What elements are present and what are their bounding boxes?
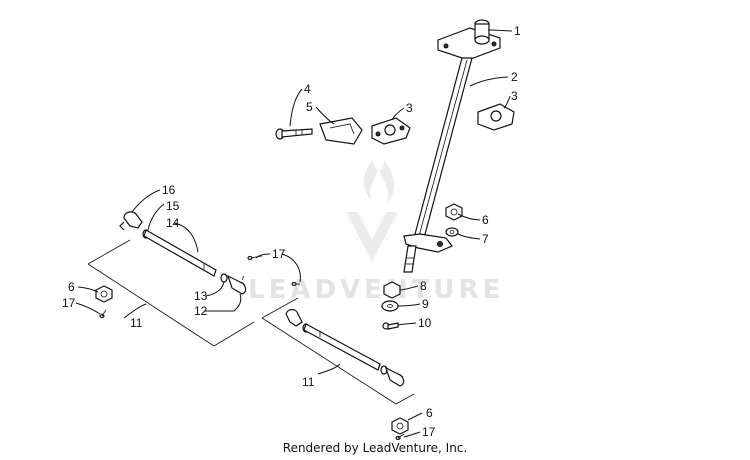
label-part-1: 1	[514, 24, 521, 38]
label-part-6-bottom: 6	[426, 406, 433, 420]
lock-nut-upper	[445, 203, 463, 221]
label-part-8: 8	[420, 279, 427, 293]
watermark-text: LEADVENTURE	[248, 275, 504, 305]
tie-rod-right	[261, 297, 415, 405]
label-part-12: 12	[194, 304, 208, 318]
cotter-pin-left	[99, 309, 107, 319]
label-part-5: 5	[306, 100, 313, 114]
tie-rod-left	[87, 211, 255, 347]
cap-screw	[275, 128, 313, 140]
label-part-3-right: 3	[511, 89, 518, 103]
label-part-3-left: 3	[406, 101, 413, 115]
cotter-pin-mid	[247, 255, 300, 287]
label-part-11-right: 11	[302, 375, 315, 389]
lock-nut-bottom	[391, 417, 409, 435]
label-part-7: 7	[482, 232, 489, 246]
label-part-11-left: 11	[130, 316, 143, 330]
label-part-17-mid: 17	[272, 247, 286, 261]
label-part-13: 13	[194, 289, 208, 303]
bearing-half-lower	[371, 117, 411, 145]
leader-lines	[75, 29, 513, 438]
steering-post	[403, 19, 501, 273]
cotter-pin-bottom	[395, 433, 405, 441]
label-part-15: 15	[166, 199, 180, 213]
bearing-half-upper	[477, 103, 515, 131]
retaining-plate	[319, 117, 363, 145]
credit-line: Rendered by LeadVenture, Inc.	[282, 441, 468, 455]
label-part-14: 14	[166, 216, 180, 230]
label-part-4: 4	[304, 82, 311, 96]
label-part-10: 10	[418, 316, 432, 330]
label-part-2: 2	[511, 70, 518, 84]
flange-nut	[383, 281, 401, 299]
washer-upper	[445, 227, 459, 237]
label-part-6-left: 6	[68, 280, 75, 294]
flat-washer	[381, 300, 399, 312]
watermark-logo	[346, 160, 398, 262]
bolt-10	[382, 322, 399, 330]
label-part-9: 9	[422, 297, 429, 311]
label-part-6-upper: 6	[482, 213, 489, 227]
label-part-17-left: 17	[62, 296, 76, 310]
label-part-16: 16	[162, 183, 176, 197]
label-part-17-bottom: 17	[422, 425, 436, 439]
lock-nut-left	[95, 285, 113, 303]
